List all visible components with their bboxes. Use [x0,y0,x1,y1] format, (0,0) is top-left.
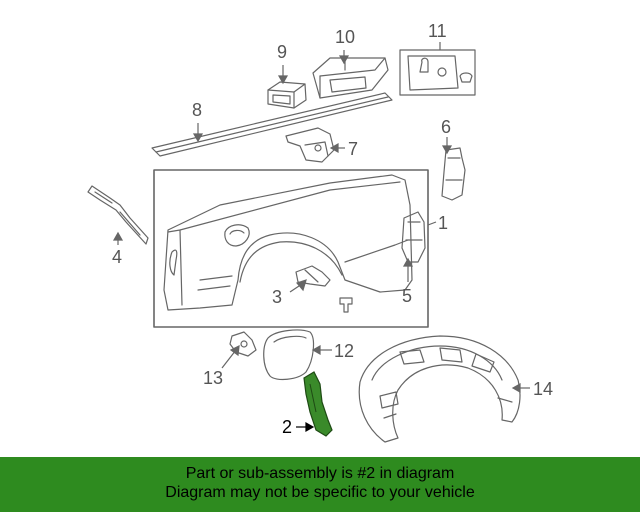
part-12-fuel-door [263,329,315,381]
callout-13: 13 [203,368,224,388]
info-banner: Part or sub-assembly is #2 in diagram Di… [0,457,640,512]
leader-lines [112,42,530,433]
part-2-highlighted [303,371,333,437]
callout-4: 4 [112,247,123,267]
callout-8: 8 [192,100,203,120]
callout-7: 7 [348,139,359,159]
part-11-panel [399,49,476,96]
parts-diagram [87,42,530,443]
assembly-frame [153,169,429,328]
callout-12: 12 [334,341,355,361]
callout-5: 5 [402,286,413,306]
part-8-rail-cap [151,92,393,157]
banner-line-2: Diagram may not be specific to your vehi… [165,484,475,501]
callout-10: 10 [335,27,356,47]
callout-11: 11 [428,21,447,41]
callout-2: 2 [282,417,293,437]
bolt [339,297,353,313]
banner-line-1: Part or sub-assembly is #2 in diagram [185,465,455,482]
part-5-reinforcement [401,211,426,263]
part-6-bracket [441,147,466,201]
callout-9: 9 [277,42,288,62]
part-7-bracket [285,127,335,163]
part-10-bracket [312,57,389,99]
callout-1: 1 [438,213,449,233]
part-1-bed-side [163,174,413,311]
part-4-hose [87,185,149,245]
part-13-clip [229,331,257,357]
callout-14: 14 [533,379,554,399]
callout-3: 3 [272,287,283,307]
part-14-wheel-liner [358,335,521,443]
callout-6: 6 [441,117,452,137]
part-9-clip [267,81,307,109]
